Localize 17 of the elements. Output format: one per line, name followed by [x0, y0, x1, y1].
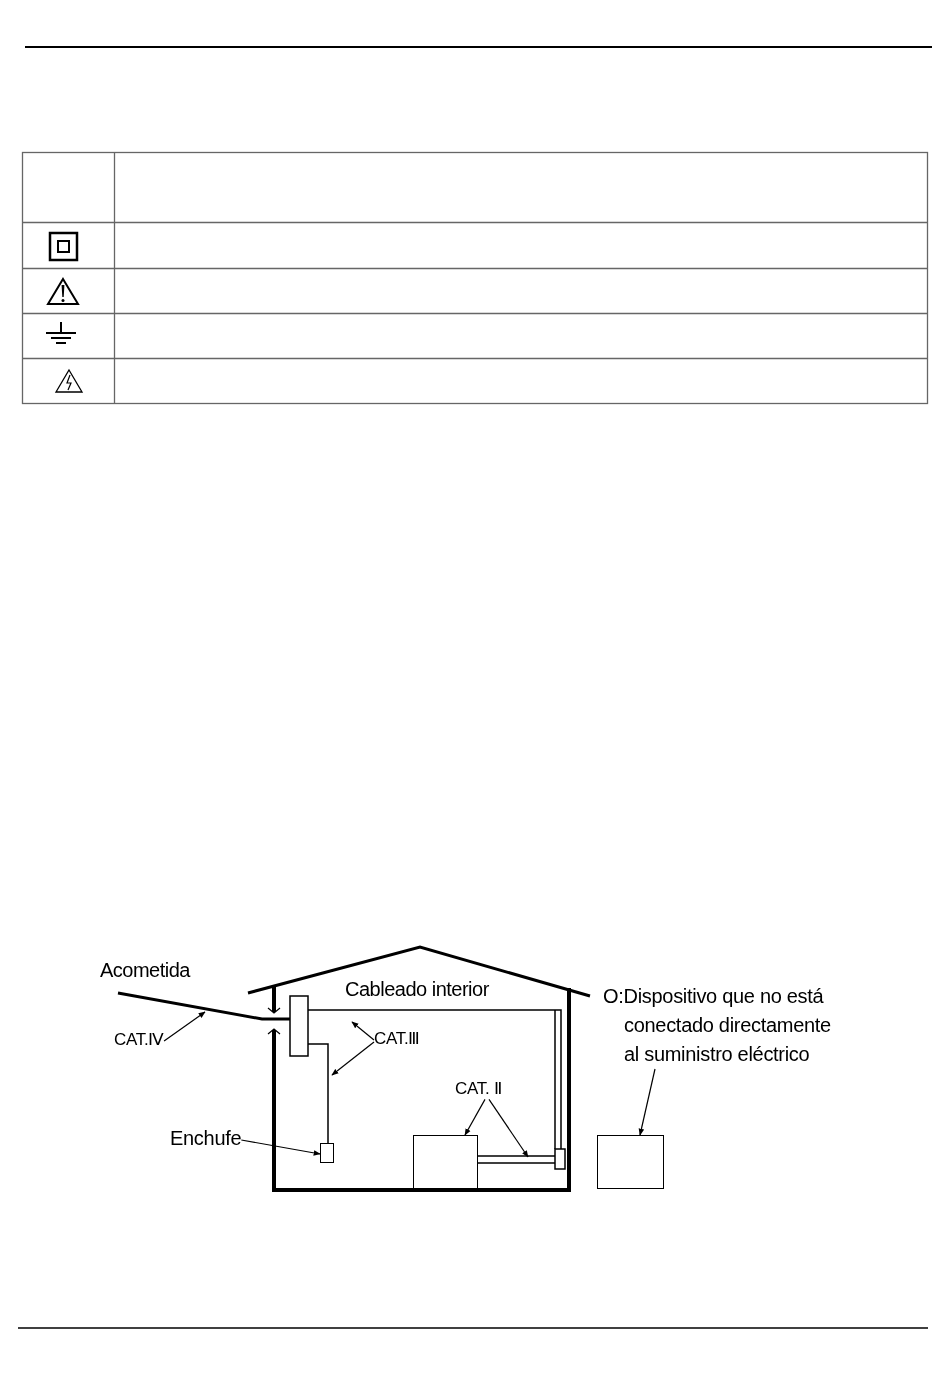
leader-line: [331, 1041, 375, 1076]
category-label: CAT. Ⅱ: [455, 1079, 502, 1100]
category-label: CAT.Ⅲ: [374, 1029, 421, 1050]
device-box: [320, 1143, 334, 1163]
leader-line: [240, 1139, 321, 1156]
category-label: CAT.Ⅳ: [114, 1030, 165, 1051]
device-box: [597, 1135, 664, 1189]
device-box: [413, 1135, 478, 1190]
wiring-label: Cableado interior: [345, 979, 489, 999]
leader-line: [638, 1068, 656, 1136]
leader-line: [464, 1098, 486, 1136]
leader-line: [488, 1098, 529, 1158]
leader-line: [351, 1021, 375, 1041]
category-label: Enchufe: [170, 1126, 242, 1150]
leader-line: [163, 1011, 206, 1042]
callout-text: O:Dispositivo que no está conectado directamente al suministro eléctrico: [603, 982, 835, 1069]
wire-label: Acometida: [100, 960, 190, 980]
